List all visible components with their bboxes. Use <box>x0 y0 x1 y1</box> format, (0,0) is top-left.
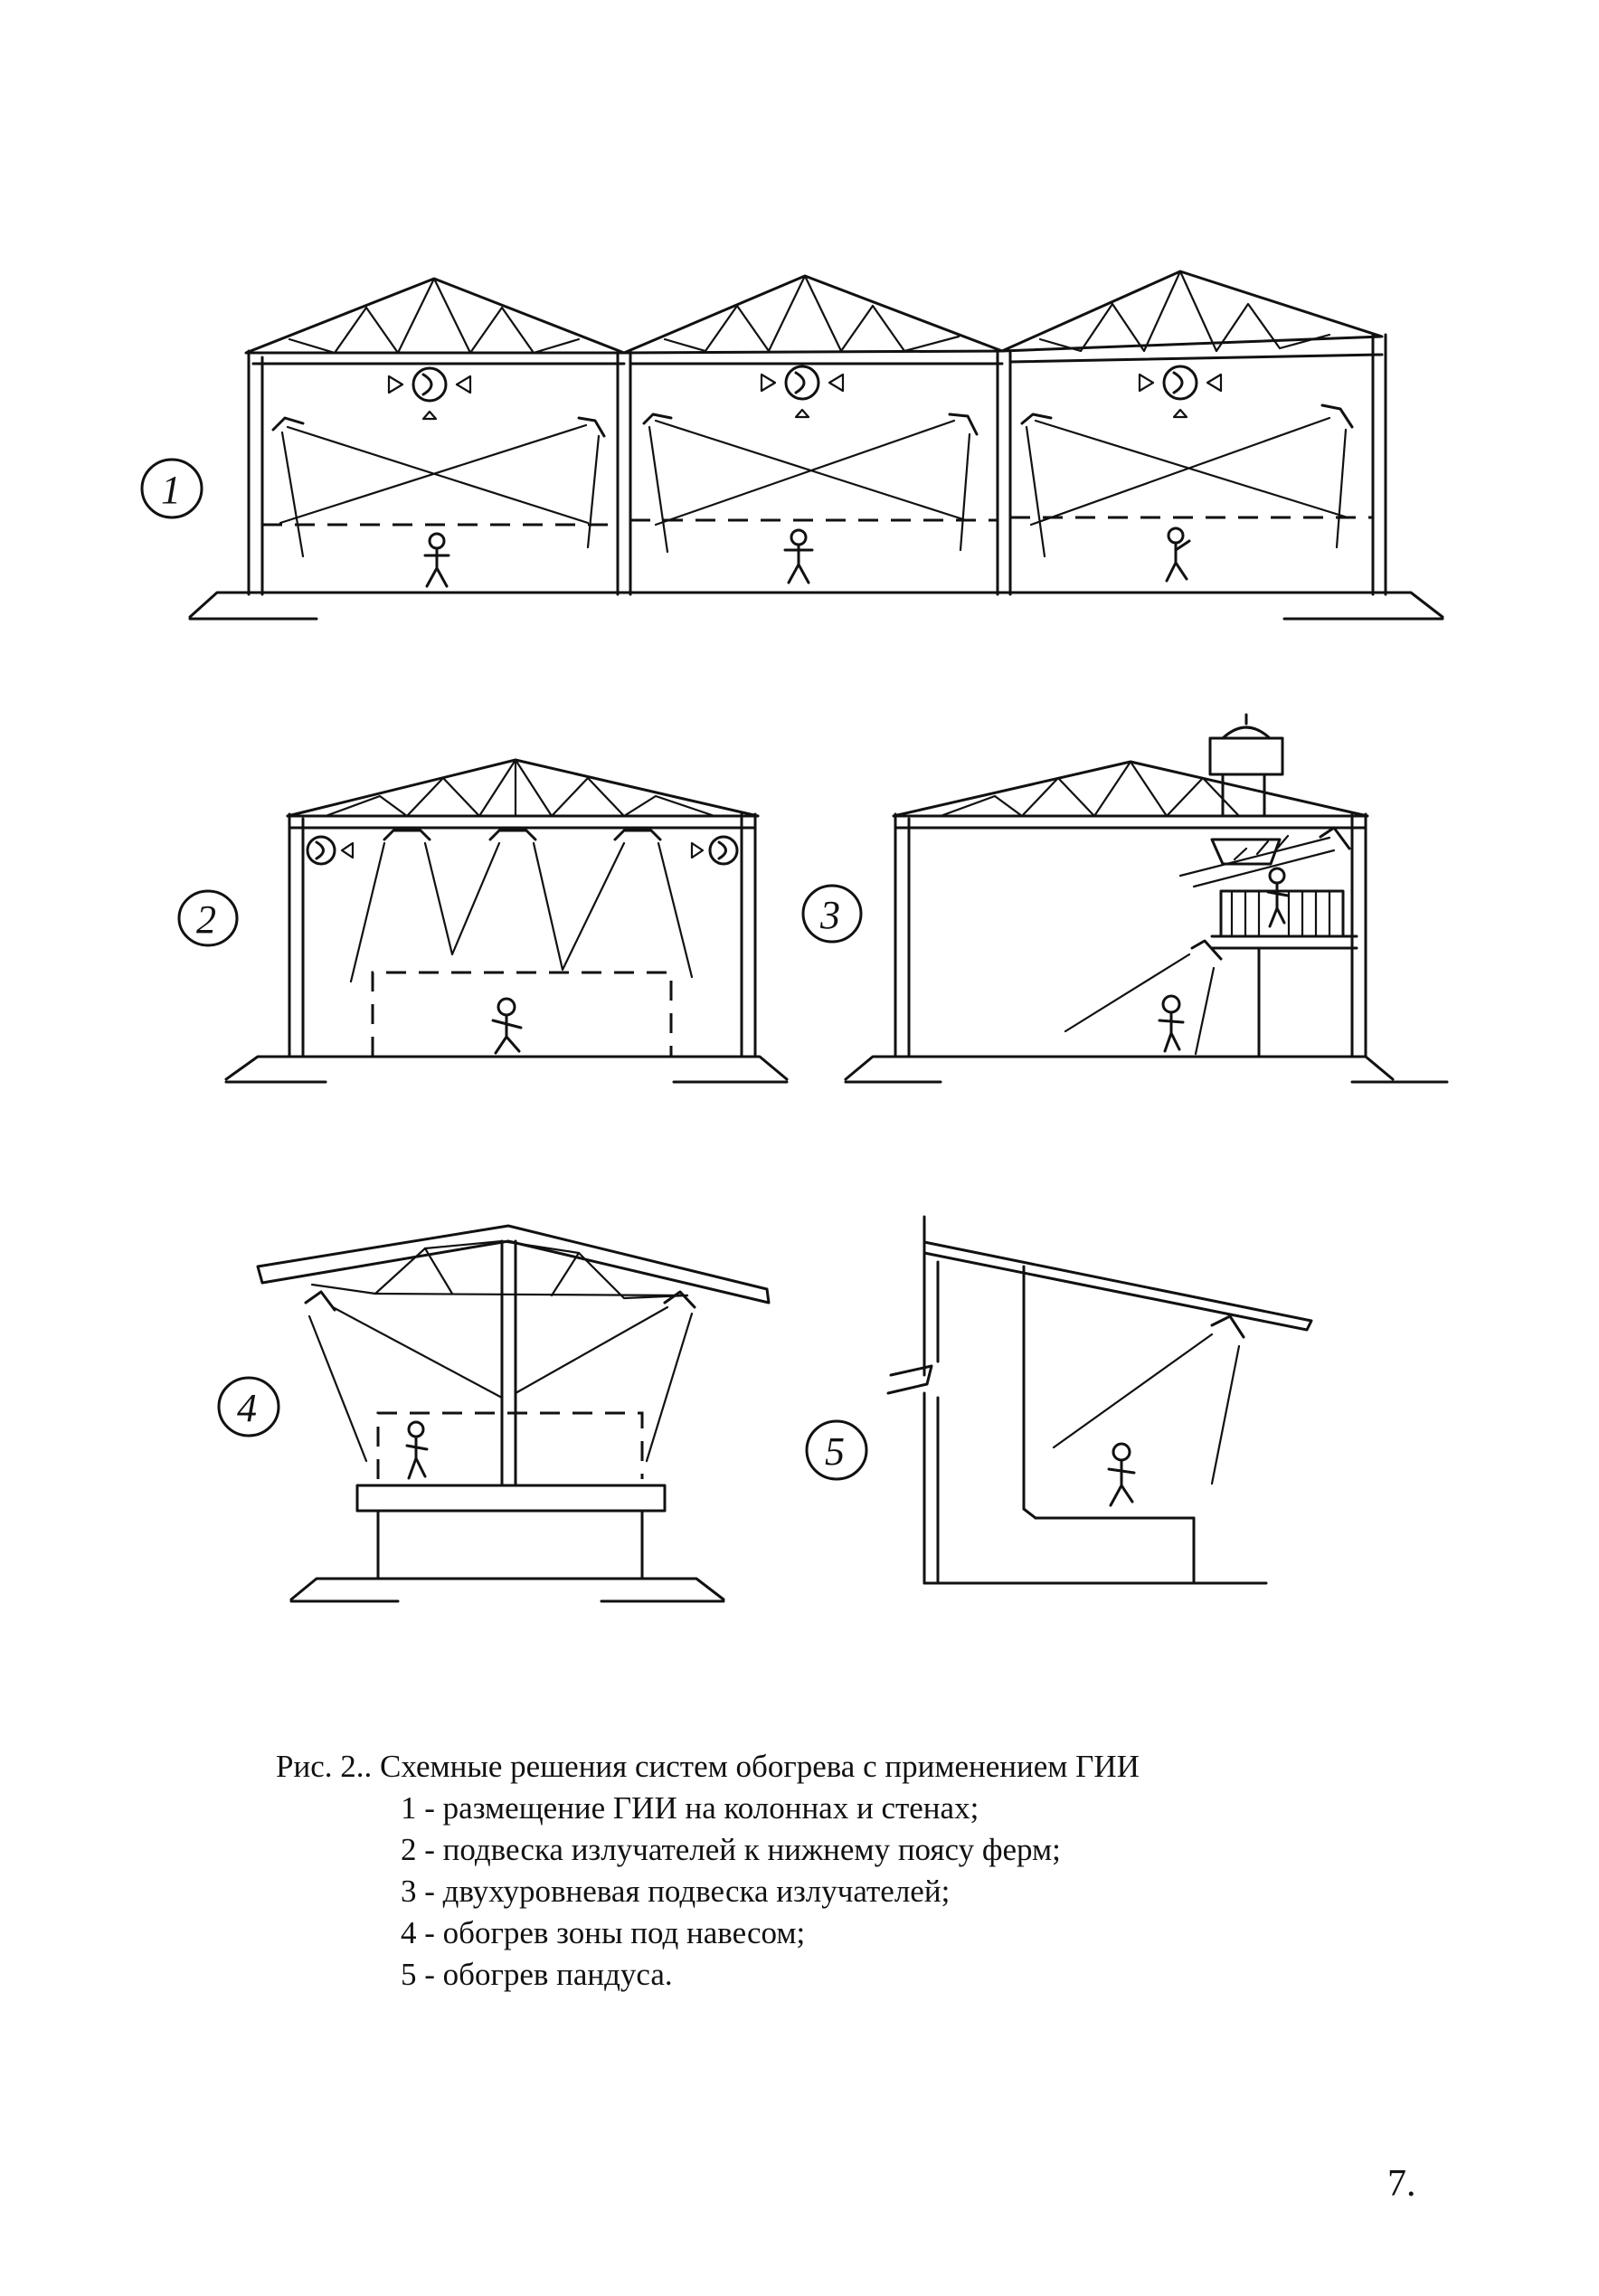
scheme-4-number-label: 4 <box>217 1376 280 1437</box>
scheme-4-working-zone <box>376 1411 644 1479</box>
scheme-3-lower-emitter <box>1064 939 1223 1056</box>
figure-caption: Рис. 2.. Схемные решения систем обогрева… <box>276 1746 1140 1996</box>
scheme-5-roof <box>922 1240 1313 1585</box>
page-number: 7. <box>1387 2163 1416 2205</box>
scheme-2-working-zone <box>371 971 673 1057</box>
caption-items: 1 - размещение ГИИ на колоннах и стенах;… <box>401 1788 1140 1996</box>
svg-text:1: 1 <box>161 468 181 512</box>
svg-text:5: 5 <box>825 1429 845 1474</box>
scheme-4-person <box>405 1420 429 1480</box>
scheme-3-upper-emitters <box>1178 826 1351 888</box>
scheme-3-floor-person <box>1158 994 1185 1053</box>
svg-text:2: 2 <box>196 897 216 942</box>
scheme-3-number-label: 3 <box>801 884 863 944</box>
caption-item: 4 - обогрев зоны под навесом; <box>401 1915 806 1950</box>
scheme-2-truss-hung-emitters: 2 <box>177 758 789 1084</box>
caption-item: 2 - подвеска излучателей к нижнему поясу… <box>401 1832 1061 1867</box>
scheme-4-radiant-emitters <box>304 1290 696 1463</box>
scheme-4-canopy: 4 <box>217 1224 771 1603</box>
scheme-3-gallery-person <box>1266 867 1290 928</box>
caption-title: Рис. 2.. Схемные решения систем обогрева… <box>276 1749 1140 1784</box>
scheme-3-gallery <box>1210 889 1358 1058</box>
scheme-1-columns <box>247 333 1387 596</box>
scheme-1-radiant-emitters <box>271 403 1354 558</box>
scheme-5-person <box>1107 1442 1136 1507</box>
scheme-3-roof-vent <box>1208 713 1284 866</box>
scheme-2-number-label: 2 <box>177 889 239 947</box>
scheme-5-wall <box>886 1215 1268 1585</box>
svg-text:4: 4 <box>237 1386 257 1430</box>
scheme-2-radiant-emitters <box>349 829 694 983</box>
scheme-1-number-label: 1 <box>140 458 203 519</box>
scheme-4-roof <box>256 1224 771 1487</box>
scheme-5-number-label: 5 <box>805 1419 868 1481</box>
scheme-2-truss <box>286 758 760 830</box>
scheme-5-ramp: 5 <box>805 1215 1313 1585</box>
caption-item: 1 - размещение ГИИ на колоннах и стенах; <box>401 1790 979 1826</box>
scheme-1-dashed-level <box>262 516 1373 527</box>
scheme-3-truss <box>892 760 1369 830</box>
scheme-1-three-span-building: 1 <box>140 270 1444 621</box>
scheme-1-vent-units <box>387 365 1223 421</box>
caption-item: 3 - двухуровневая подвеска излучателей; <box>401 1874 951 1909</box>
caption-item: 5 - обогрев пандуса. <box>401 1957 673 1992</box>
scheme-2-vent-units <box>306 835 739 866</box>
scheme-1-trusses <box>244 270 1384 365</box>
scheme-2-person <box>491 997 523 1055</box>
scheme-5-radiant-emitter <box>1052 1314 1245 1485</box>
svg-text:3: 3 <box>819 893 840 937</box>
scheme-3-two-level-emitters: 3 <box>801 713 1449 1084</box>
scheme-1-people <box>423 527 1191 588</box>
